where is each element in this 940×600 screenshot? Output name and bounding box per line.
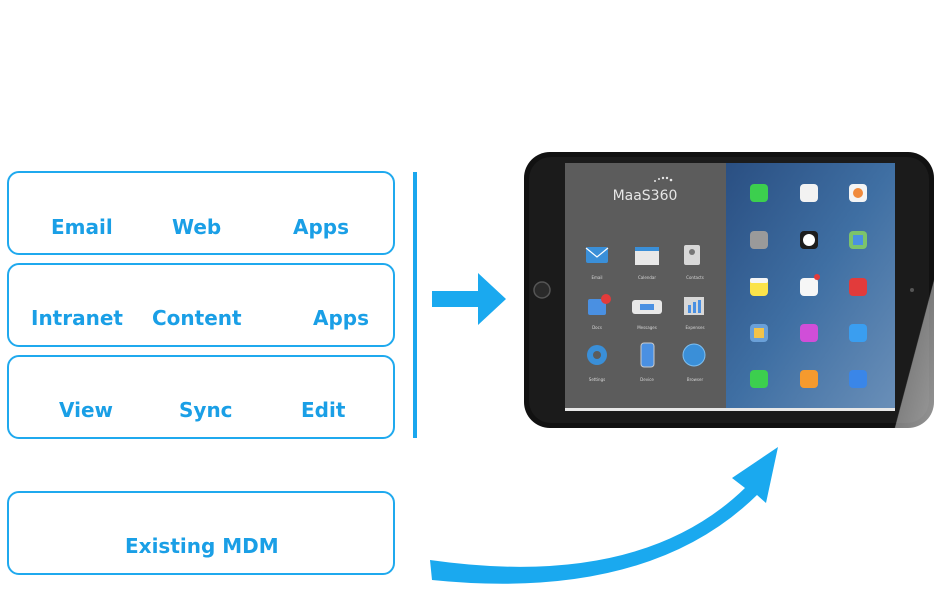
maas360-logo: MaaS360 (613, 188, 678, 204)
services-box-3: View Sync Edit (7, 355, 395, 439)
ios-notes-icon (750, 278, 768, 296)
app-contacts-icon (684, 245, 700, 265)
tablet-device: MaaS360 Email Calendar Contacts Docs Mes… (524, 152, 934, 428)
right-arrow-icon (432, 273, 506, 325)
app-label: Browser (687, 377, 704, 382)
label-view: View (59, 398, 114, 422)
app-expenses-icon (684, 297, 704, 315)
ios-facetime-icon (750, 184, 768, 202)
logo-dots-icon (654, 176, 673, 182)
label-intranet: Intranet (31, 306, 123, 330)
label-sync: Sync (179, 398, 233, 422)
ios-pages-icon (800, 370, 818, 388)
app-email-icon (585, 247, 609, 263)
ios-reminders-icon (800, 274, 820, 296)
ios-keynote-icon (849, 370, 867, 388)
label-edit: Edit (301, 398, 346, 422)
ios-itunes-icon (800, 324, 818, 342)
label-email: Email (51, 215, 113, 239)
label-existing-mdm: Existing MDM (125, 534, 279, 558)
ios-camera-icon (750, 231, 768, 249)
ios-maps-icon (849, 231, 867, 249)
ios-numbers-icon (750, 370, 768, 388)
ios-photos-icon (849, 184, 867, 202)
label-apps: Apps (293, 215, 350, 239)
services-box-1: Email Web Apps (7, 171, 395, 255)
ios-clock-icon (800, 231, 818, 249)
app-label: Email (591, 275, 602, 280)
label-web: Web (172, 215, 222, 239)
app-label: Settings (589, 377, 605, 382)
divider-line (413, 172, 417, 438)
app-label: Device (640, 377, 654, 382)
ios-newsstand-icon (750, 324, 768, 342)
app-label: Expenses (685, 325, 704, 330)
services-box-2: Intranet Content Apps (7, 263, 395, 347)
app-browser-icon (682, 343, 706, 367)
app-docs-icon (588, 294, 611, 315)
app-calendar-icon (635, 247, 659, 265)
curved-arrow-icon (430, 447, 778, 584)
ios-photobooth-icon (849, 278, 867, 296)
ios-appstore-icon (849, 324, 867, 342)
app-label: Calendar (638, 275, 656, 280)
home-button-icon (533, 281, 551, 299)
label-apps-2: Apps (313, 306, 370, 330)
app-settings-icon (587, 345, 607, 365)
ios-calendar-icon (800, 184, 818, 202)
app-messages-icon (632, 300, 662, 314)
app-label: Contacts (686, 275, 704, 280)
label-content: Content (152, 306, 242, 330)
app-label: Messages (637, 325, 657, 330)
app-label: Docs (592, 325, 602, 330)
app-device-icon (640, 342, 655, 368)
existing-mdm-box: Existing MDM (7, 491, 395, 575)
